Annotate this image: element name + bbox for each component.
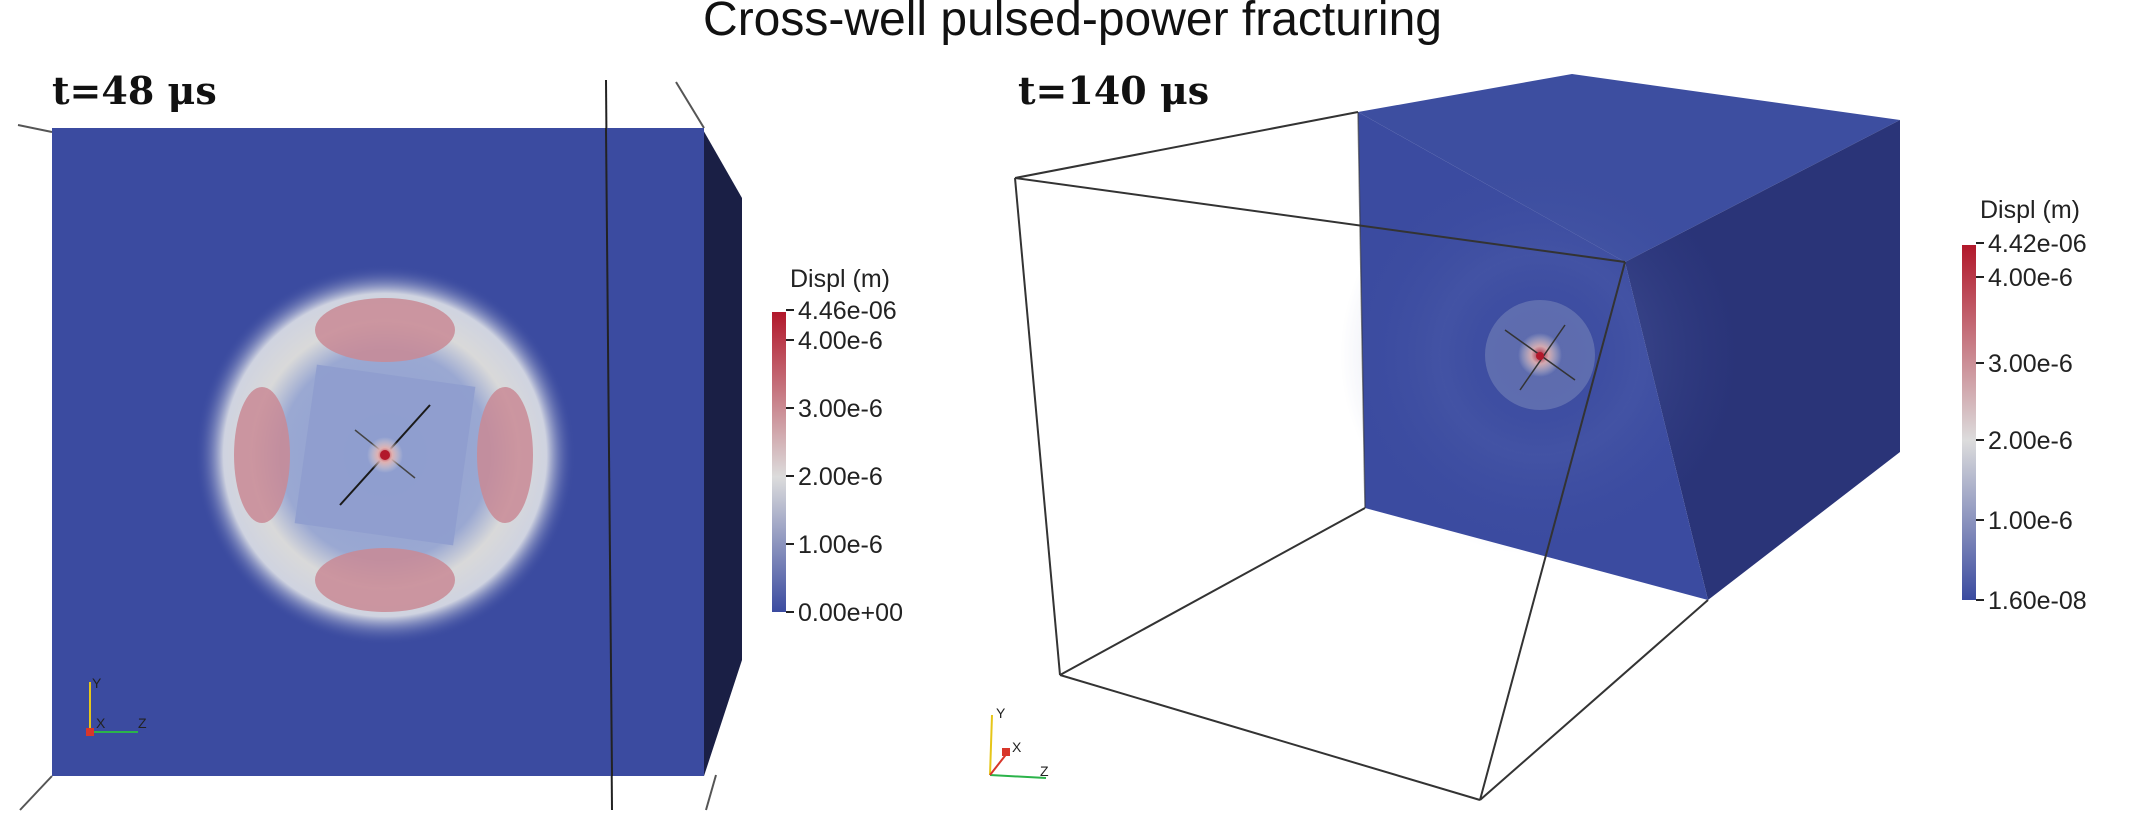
colorbar-tick-label: 2.00e-6 [798, 463, 883, 491]
left-axes-triad: Y X Z [86, 675, 147, 736]
left-colorbar-title: Displ (m) [790, 265, 890, 293]
colorbar-tick-label: 1.00e-6 [798, 531, 883, 559]
right-triad-y-label: Y [996, 705, 1006, 721]
panel-label-right: t=140 μs [1018, 68, 1210, 113]
panel-label-left: t=48 μs [52, 68, 217, 113]
right-axes-triad: Y X Z [989, 705, 1049, 779]
colorbar-tick-label: 1.00e-6 [1988, 507, 2073, 535]
colorbar-tick-label: 4.42e-06 [1988, 230, 2087, 258]
right-colorbar-title: Displ (m) [1980, 196, 2080, 224]
colorbar-tick-label: 2.00e-6 [1988, 427, 2073, 455]
right-triad-x-label: X [1012, 739, 1022, 755]
figure-title: Cross-well pulsed-power fracturing [703, 0, 1442, 46]
colorbar-tick-label: 0.00e+00 [798, 599, 903, 627]
colorbar-tick-label: 3.00e-6 [798, 395, 883, 423]
left-side-face [702, 128, 742, 776]
left-triad-y-label: Y [92, 675, 102, 691]
colorbar-tick-label: 4.00e-6 [1988, 264, 2073, 292]
colorbar-tick-label: 4.00e-6 [798, 327, 883, 355]
colorbar-tick-label: 3.00e-6 [1988, 350, 2073, 378]
left-colorbar: Displ (m) 4.46e-064.00e-6 3.00e-6 2.00e-6 1… [772, 265, 903, 627]
left-panel-model [17, 79, 742, 811]
left-triad-z-label: Z [138, 715, 147, 731]
left-triad-x-label: X [96, 715, 106, 731]
right-triad-z-label: Z [1040, 763, 1049, 779]
right-panel-model [1014, 74, 1900, 801]
colorbar-tick-label: 4.46e-06 [798, 297, 897, 325]
right-colorbar: Displ (m) 4.42e-06 4.00e-6 3.00e-6 2.00e-6 1… [1962, 196, 2087, 615]
colorbar-tick-label: 1.60e-08 [1988, 587, 2087, 615]
right-top-face [1358, 74, 1900, 262]
